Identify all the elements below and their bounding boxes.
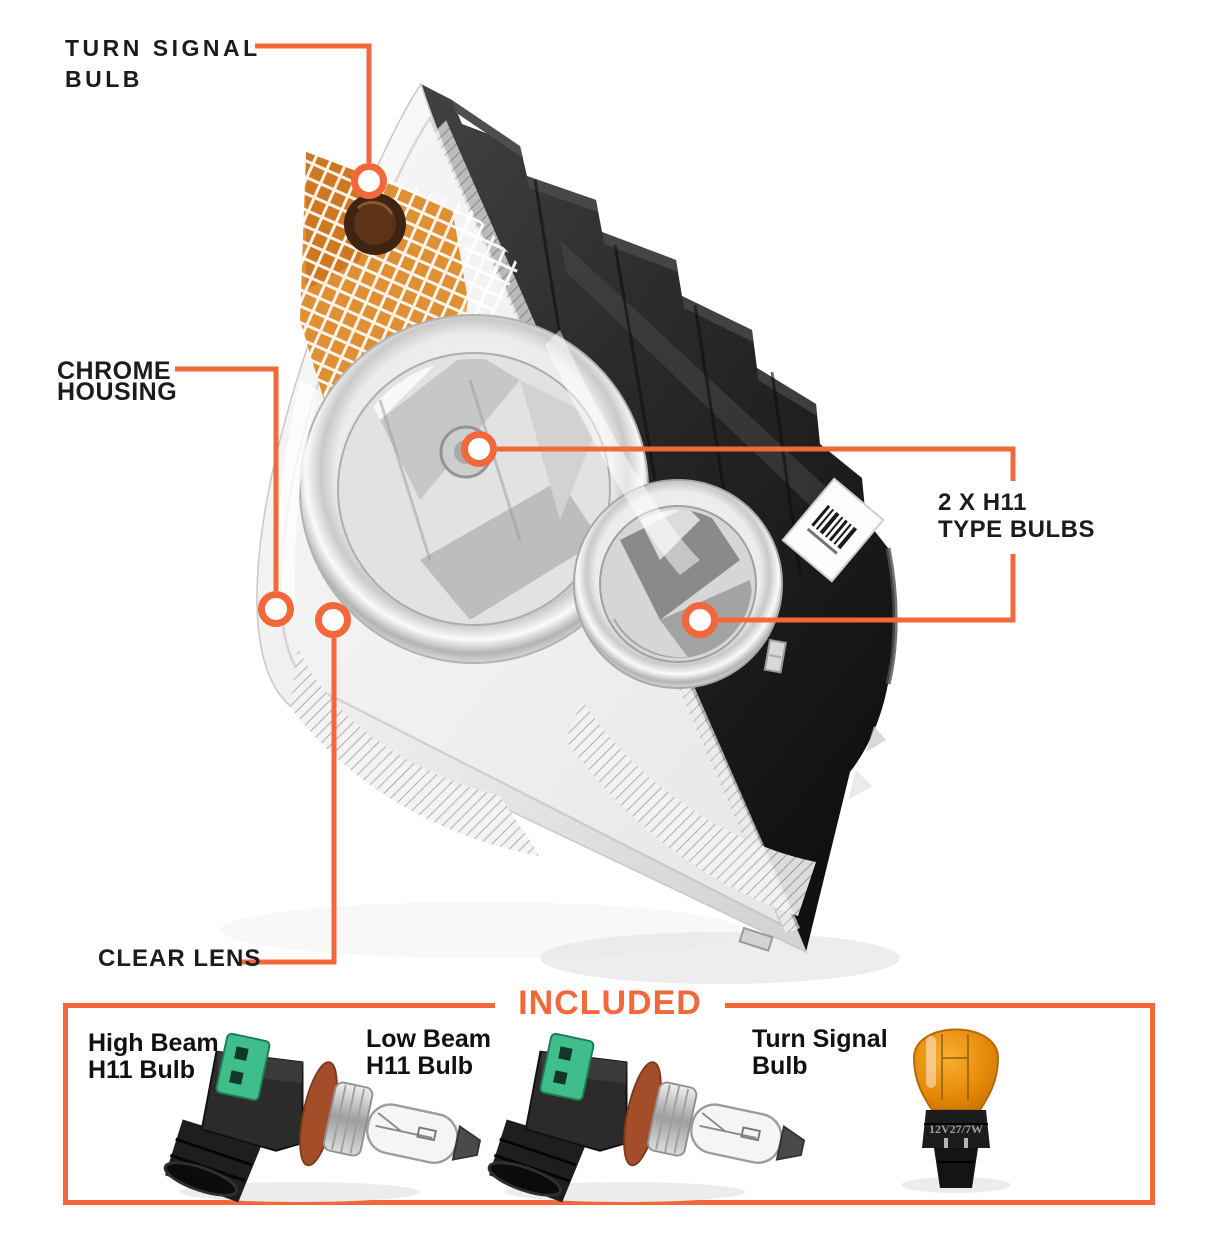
turn-signal-bulb-item-label: Turn Signal Bulb <box>752 1025 888 1080</box>
clear-lens-marker-icon <box>315 602 351 638</box>
headlight-shadow <box>220 902 900 984</box>
h11-callout-line-top <box>497 446 1016 481</box>
chrome-housing-marker-icon <box>258 591 294 627</box>
turn-signal-bulb-label: TURN SIGNAL BULB <box>65 35 261 92</box>
clear-lens-callout-line <box>240 638 337 965</box>
chrome-clip-bottom <box>738 926 774 952</box>
h11-type-bulbs-label: 2 X H11 TYPE BULBS <box>938 489 1096 543</box>
included-title: INCLUDED <box>495 984 725 1022</box>
h11-callout-line-bottom <box>716 554 1016 623</box>
high-beam-bulb-label: High Beam H11 Bulb <box>88 1029 219 1084</box>
turn-signal-callout-line <box>255 43 372 163</box>
lens-fluting-right <box>566 700 816 916</box>
low-beam-lens <box>573 479 783 689</box>
callout-lines <box>175 43 1016 965</box>
high-beam-lens <box>299 314 649 664</box>
high-beam-marker-icon <box>461 431 497 467</box>
chrome-housing-label: CHROME HOUSING <box>57 357 178 406</box>
barcode-sticker <box>781 477 885 583</box>
turn-signal-marker-icon <box>351 163 387 199</box>
clear-lens-label: CLEAR LENS <box>98 945 262 972</box>
low-beam-marker-icon <box>682 602 718 638</box>
included-bulb-images: 12V27/7W <box>158 1024 1011 1241</box>
callout-markers <box>258 163 718 638</box>
turn-bulb-marking: 12V27/7W <box>929 1122 983 1136</box>
chrome-clip <box>763 638 787 674</box>
low-beam-bulb-label: Low Beam H11 Bulb <box>366 1025 492 1080</box>
chrome-housing-callout-line <box>175 366 279 591</box>
turn-signal-bulb-image: 12V27/7W <box>912 1028 1000 1188</box>
lens-fluting-left <box>290 648 540 856</box>
